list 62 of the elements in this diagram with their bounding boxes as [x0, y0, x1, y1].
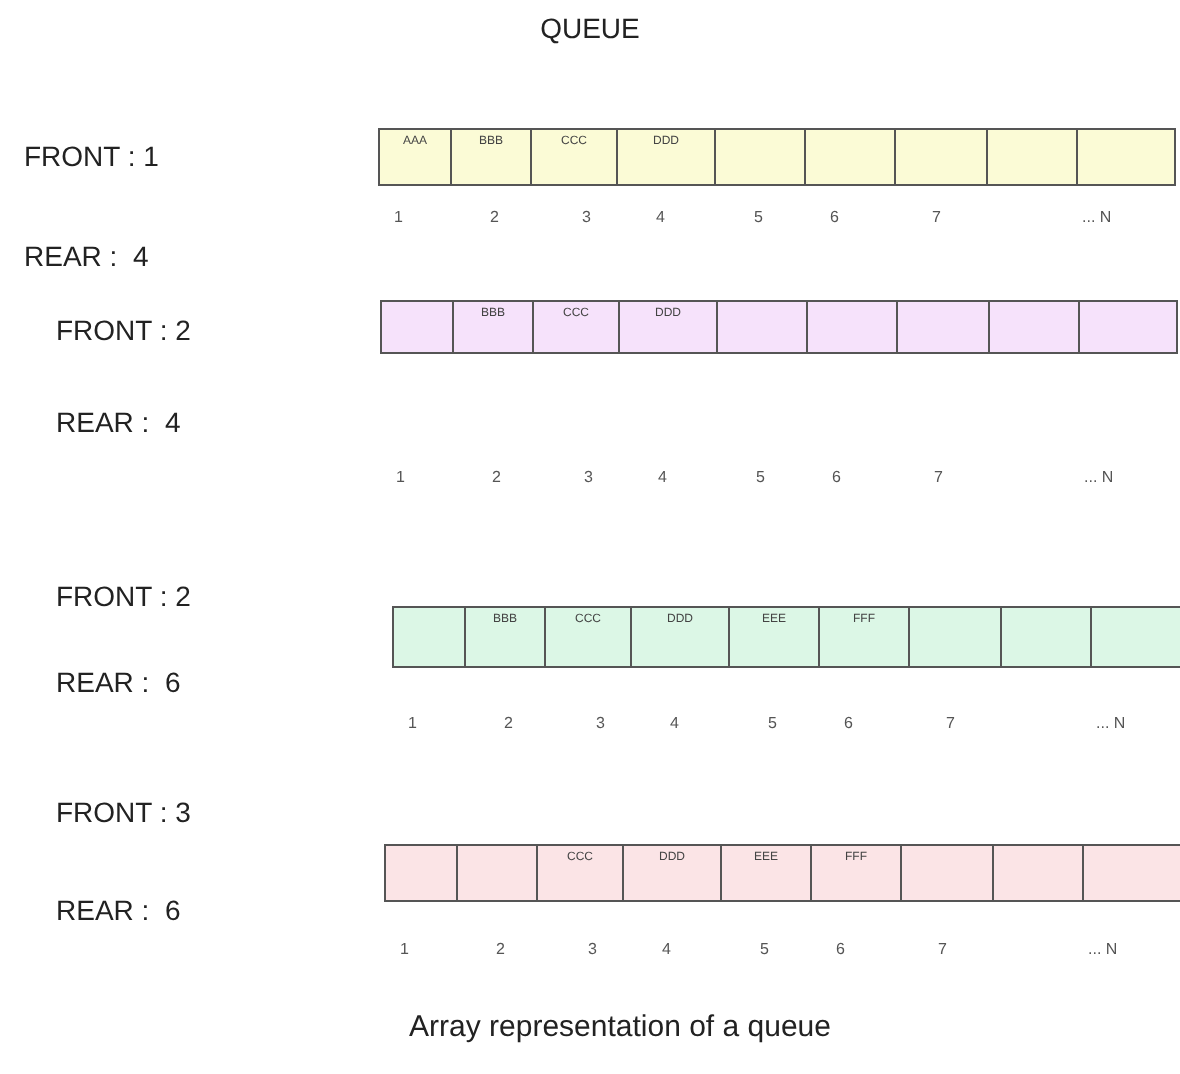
index-label: 6	[832, 468, 841, 486]
array-cell	[456, 844, 538, 902]
array-cell	[1090, 606, 1180, 668]
array-cell	[908, 606, 1002, 668]
array-cell	[894, 128, 988, 186]
index-label: 4	[658, 468, 667, 486]
index-label: ... N	[1082, 208, 1112, 226]
index-label: 1	[396, 468, 405, 486]
rear-pointer-label: REAR : 6	[56, 894, 181, 926]
index-label: 1	[408, 714, 417, 732]
array-cell	[986, 128, 1078, 186]
index-label: 3	[588, 940, 597, 958]
index-label: 4	[662, 940, 671, 958]
diagram-caption: Array representation of a queue	[407, 1010, 833, 1044]
index-label: 1	[394, 208, 403, 226]
index-label: 7	[946, 714, 955, 732]
array-cell	[1076, 128, 1176, 186]
index-label: 5	[756, 468, 765, 486]
front-pointer-label: FRONT : 2	[56, 580, 191, 612]
index-label: 3	[584, 468, 593, 486]
index-label: 7	[934, 468, 943, 486]
index-label: 6	[844, 714, 853, 732]
rear-pointer-label: REAR : 6	[56, 666, 181, 698]
array-cell	[384, 844, 458, 902]
index-label: 2	[490, 208, 499, 226]
index-label: 7	[938, 940, 947, 958]
index-label: 2	[504, 714, 513, 732]
index-label: 2	[492, 468, 501, 486]
index-label: 3	[596, 714, 605, 732]
array-cell	[806, 300, 898, 354]
array-cell	[900, 844, 994, 902]
front-pointer-label: FRONT : 3	[56, 796, 191, 828]
index-label: 2	[496, 940, 505, 958]
front-pointer-label: FRONT : 1	[24, 140, 159, 172]
index-label: ... N	[1088, 940, 1118, 958]
index-label: 5	[768, 714, 777, 732]
index-label: 7	[932, 208, 941, 226]
index-label: 4	[670, 714, 679, 732]
array-cell	[896, 300, 990, 354]
rear-pointer-label: REAR : 4	[24, 240, 149, 272]
front-pointer-label: FRONT : 2	[56, 314, 191, 346]
array-cell	[1082, 844, 1180, 902]
index-label: ... N	[1096, 714, 1126, 732]
array-cell	[1078, 300, 1178, 354]
diagram-title: QUEUE	[538, 12, 642, 44]
array-cell	[804, 128, 896, 186]
index-label: 6	[830, 208, 839, 226]
array-cell	[714, 128, 806, 186]
index-label: 3	[582, 208, 591, 226]
index-label: 5	[760, 940, 769, 958]
index-label: 1	[400, 940, 409, 958]
array-cell	[1000, 606, 1092, 668]
array-cell	[380, 300, 454, 354]
array-cell	[988, 300, 1080, 354]
index-label: 5	[754, 208, 763, 226]
array-cell	[992, 844, 1084, 902]
index-label: ... N	[1084, 468, 1114, 486]
array-cell	[392, 606, 466, 668]
index-label: 6	[836, 940, 845, 958]
array-cell	[716, 300, 808, 354]
rear-pointer-label: REAR : 4	[56, 406, 181, 438]
index-label: 4	[656, 208, 665, 226]
